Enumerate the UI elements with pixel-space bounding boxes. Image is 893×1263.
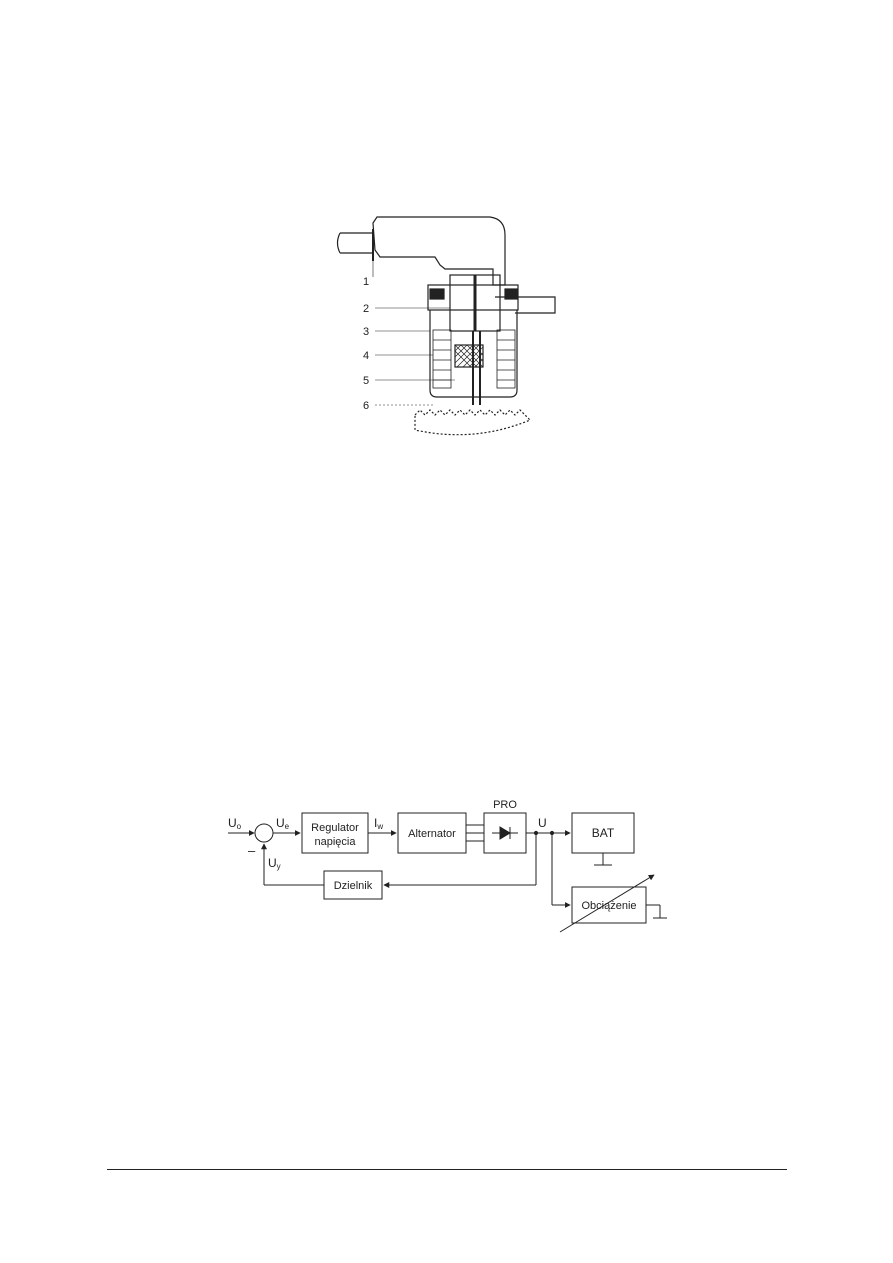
summing-junction: [254, 823, 274, 843]
battery-label: BAT: [592, 826, 615, 840]
sensor-cross-section-figure: 1 2 3 4 5 6: [336, 216, 556, 436]
voltage-regulation-block-diagram: Uo Ue – Uy Iw U Regulator napięcia Alter…: [228, 799, 667, 933]
sensor-permanent-magnet: [454, 344, 484, 368]
label-iw: Iw: [374, 816, 383, 831]
divider-label: Dzielnik: [334, 880, 373, 892]
label-u0: Uo: [228, 816, 242, 831]
callout-6: 6: [363, 400, 369, 412]
alternator-label: Alternator: [408, 828, 456, 840]
label-uy: Uy: [268, 856, 281, 871]
callout-3: 3: [363, 326, 369, 338]
regulator-label-line1: Regulator: [311, 822, 359, 834]
callout-1: 1: [363, 276, 369, 288]
regulator-label-line2: napięcia: [315, 836, 357, 848]
sensor-cable: [336, 232, 373, 254]
callout-5: 5: [363, 375, 369, 387]
load-label: Obciążenie: [581, 900, 636, 912]
callout-4: 4: [363, 350, 369, 362]
footer-rule: [107, 1169, 787, 1170]
sensor-connector-housing: [372, 216, 506, 286]
label-minus: –: [248, 843, 256, 858]
callout-2: 2: [363, 303, 369, 315]
label-u-output: U: [538, 816, 547, 830]
sensor-toothed-wheel: [414, 409, 532, 436]
label-ue: Ue: [276, 816, 290, 831]
rectifier-label: PRO: [493, 799, 517, 811]
